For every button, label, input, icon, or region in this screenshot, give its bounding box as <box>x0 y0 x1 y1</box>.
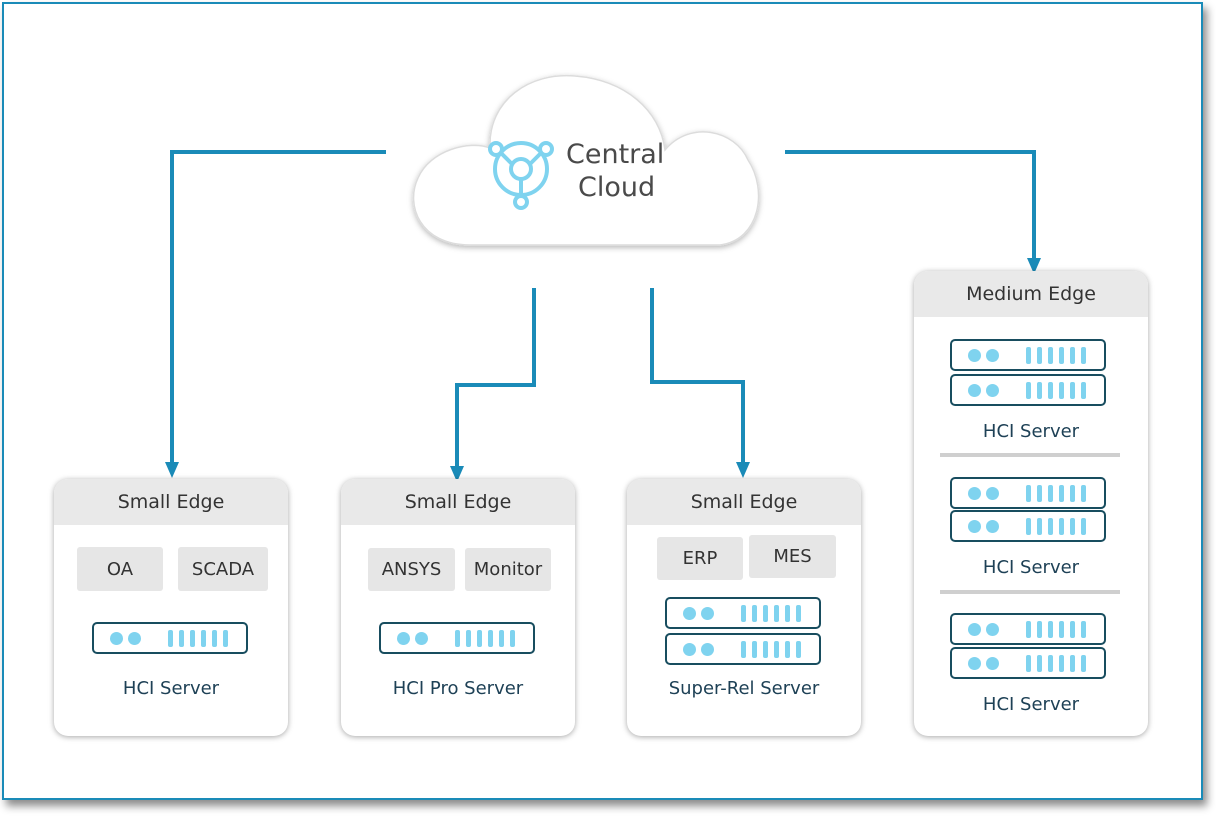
arrowhead-small-edge-3 <box>736 462 750 478</box>
card-title: Small Edge <box>54 479 288 525</box>
cloud-label-line2: Cloud <box>578 172 656 203</box>
group-divider <box>940 453 1120 457</box>
app-tile-ansys: ANSYS <box>368 548 455 591</box>
arrowhead-small-edge-2 <box>450 466 464 482</box>
server-unit <box>950 510 1106 542</box>
connector-medium-edge <box>785 150 1036 262</box>
server-label: HCI Server <box>982 557 1080 578</box>
card-title: Small Edge <box>341 479 575 525</box>
card-title: Small Edge <box>627 479 861 525</box>
small-edge-card-3: Small Edge ERP MES Super-Rel Server <box>627 479 861 736</box>
arrowhead-medium-edge <box>1027 258 1041 274</box>
app-tile-scada: SCADA <box>178 547 268 591</box>
server-label: Super-Rel Server <box>668 678 820 699</box>
app-tile-erp: ERP <box>657 537 743 580</box>
server-unit <box>950 613 1106 645</box>
hub-icon <box>488 141 554 210</box>
app-tile-oa: OA <box>77 547 163 591</box>
connector-small-edge-2 <box>455 288 536 470</box>
server-unit <box>665 633 821 665</box>
server-unit <box>950 339 1106 371</box>
connector-small-edge-3 <box>650 288 745 466</box>
server-unit <box>950 477 1106 509</box>
card-title: Medium Edge <box>914 271 1148 317</box>
small-edge-card-2: Small Edge ANSYS Monitor HCI Pro Server <box>341 479 575 736</box>
group-divider <box>940 590 1120 594</box>
small-edge-card-1: Small Edge OA SCADA HCI Server <box>54 479 288 736</box>
server-label: HCI Server <box>982 421 1080 442</box>
server-unit <box>950 374 1106 406</box>
cloud-label: Central Cloud <box>566 138 664 204</box>
arrowhead-small-edge-1 <box>165 462 179 478</box>
server-unit <box>92 622 248 654</box>
server-label: HCI Pro Server <box>392 678 524 699</box>
server-unit <box>665 597 821 629</box>
server-unit <box>950 647 1106 679</box>
app-tile-monitor: Monitor <box>465 548 551 591</box>
connector-small-edge-1 <box>170 150 386 466</box>
cloud-shape <box>412 74 760 246</box>
server-label: HCI Server <box>982 694 1080 715</box>
server-label: HCI Server <box>122 678 220 699</box>
server-unit <box>379 622 535 654</box>
medium-edge-card: Medium Edge HCI Server HCI Server HCI Se… <box>914 271 1148 736</box>
cloud-label-line1: Central <box>566 139 665 170</box>
app-tile-mes: MES <box>749 535 836 578</box>
